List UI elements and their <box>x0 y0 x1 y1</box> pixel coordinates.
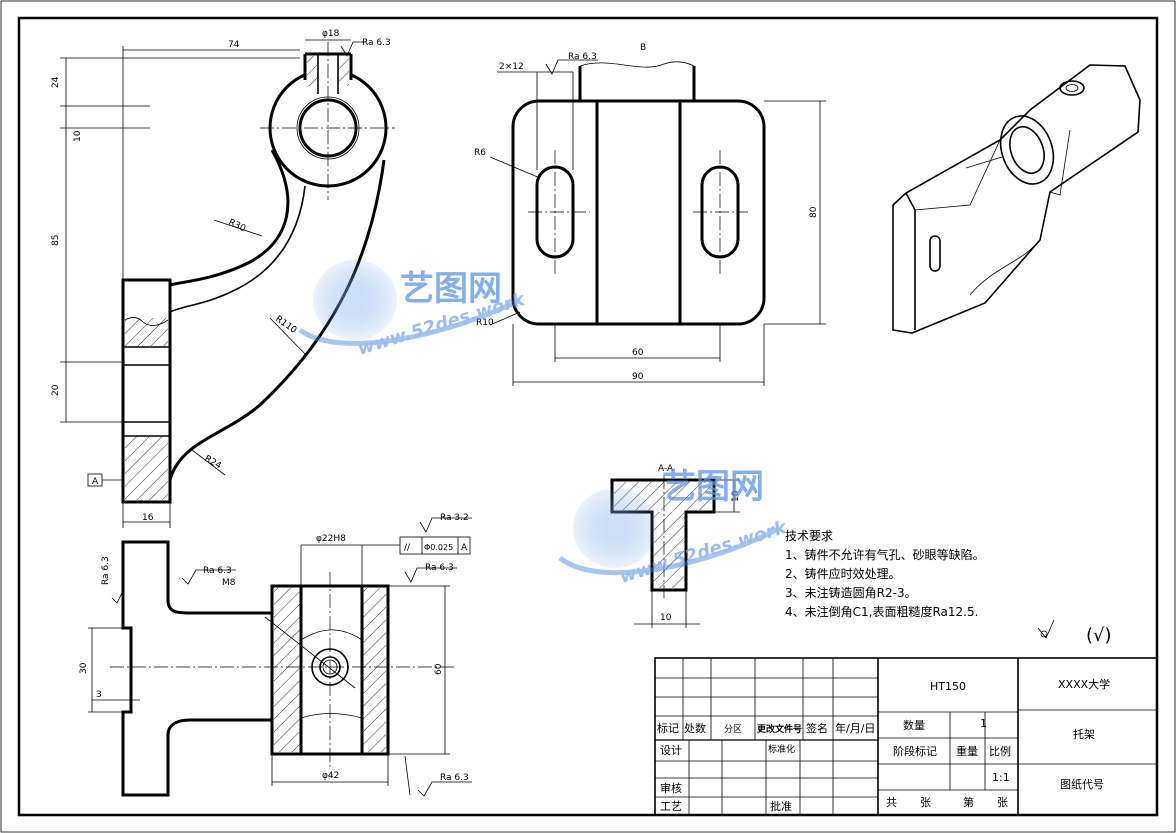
dim-74: 74 <box>228 40 240 50</box>
ra-top-label: Ra 6.3 <box>362 38 391 48</box>
dim-phi18: φ18 <box>322 29 340 39</box>
row-process: 工艺 <box>660 800 682 813</box>
tech-note-1: 1、铸件不允许有气孔、砂眼等缺陷。 <box>785 547 985 562</box>
dim-85: 85 <box>51 235 61 246</box>
material: HT150 <box>930 680 966 693</box>
page-label: 第 <box>963 795 974 809</box>
dim-3: 3 <box>96 690 102 700</box>
col-change-doc: 更改文件号 <box>757 723 802 735</box>
row-design: 设计 <box>660 744 682 757</box>
dim-slot: 2×12 <box>499 62 524 72</box>
dim-60-side: 60 <box>632 348 644 358</box>
sheets-label: 张 <box>920 796 931 809</box>
scale-label: 比例 <box>989 744 1011 758</box>
row-standard: 标准化 <box>768 743 795 755</box>
weight-label: 重量 <box>956 744 978 758</box>
m8-label: M8 <box>222 578 236 588</box>
total-label: 共 <box>886 796 897 809</box>
arm-outer-curve <box>168 159 386 481</box>
dim-16: 16 <box>142 513 154 523</box>
tech-note-2: 2、铸件应时效处理。 <box>785 566 901 581</box>
page-sheets-label: 张 <box>997 796 1008 809</box>
inner-frame <box>17 16 1159 817</box>
tech-notes: 技术要求 1、铸件不允许有气孔、砂眼等缺陷。 2、铸件应时效处理。 3、未注铸造… <box>785 529 1112 646</box>
part-name: 托架 <box>1073 727 1095 741</box>
col-count: 处数 <box>684 722 706 735</box>
top-view: Ra 6.3 Ra 6.3 M8 30 3 φ22H8 // Φ0.025 A … <box>79 513 472 797</box>
side-plate-outline <box>511 99 766 326</box>
ra32-label: Ra 3.2 <box>440 513 469 523</box>
ra-bottom-label: Ra 6.3 <box>440 773 469 783</box>
dim-phi22: φ22H8 <box>316 534 346 544</box>
isometric-view <box>892 64 1141 334</box>
datum-a-label: A <box>92 477 99 487</box>
tech-note-3: 3、未注铸造圆角R2-3。 <box>785 585 917 600</box>
view-b-label: B <box>640 43 646 53</box>
tech-notes-title: 技术要求 <box>785 529 833 543</box>
scale-value: 1:1 <box>992 771 1010 784</box>
col-sign: 签名 <box>806 721 828 735</box>
ra-left-label: Ra 6.3 <box>101 556 111 585</box>
radius-r24: R24 <box>203 454 224 472</box>
arm-inner-curve <box>169 149 290 287</box>
radius-r10: R10 <box>476 318 494 328</box>
top-flange-outline <box>121 540 274 797</box>
qty-value: 1 <box>980 717 987 730</box>
row-approve: 批准 <box>770 799 792 813</box>
tolerance-datum: A <box>461 543 468 553</box>
roughness-symbol <box>1037 619 1055 639</box>
col-mark: 标记 <box>657 721 679 735</box>
side-view: 2×12 Ra 6.3 B R6 R10 80 60 90 <box>474 43 826 386</box>
dim-10b: 10 <box>660 613 672 623</box>
title-block: 标记 处数 分区 更改文件号 签名 年/月/日 设计 标准化 审核 工艺 批准 … <box>654 657 1158 816</box>
dim-30: 30 <box>79 662 89 674</box>
front-view: 74 φ18 Ra 6.3 24 10 85 20 16 R30 R110 R2… <box>51 29 395 528</box>
col-date: 年/月/日 <box>835 721 875 735</box>
dim-80: 80 <box>809 206 819 218</box>
tech-note-4: 4、未注倒角C1,表面粗糙度Ra12.5. <box>785 604 978 619</box>
drawing-no-label: 图纸代号 <box>1060 778 1104 791</box>
watermark-brand-2: 艺图网 <box>662 467 764 507</box>
dim-phi42: φ42 <box>322 771 339 781</box>
stage-label: 阶段标记 <box>893 744 937 758</box>
dim-10: 10 <box>73 130 83 142</box>
ra-side-label: Ra 6.3 <box>568 52 597 62</box>
row-review: 审核 <box>660 781 682 795</box>
dim-24: 24 <box>51 76 61 88</box>
tolerance-symbol: // <box>404 543 411 553</box>
dim-90: 90 <box>632 372 644 382</box>
ra-m8-label: Ra 6.3 <box>203 566 232 576</box>
section-title: A-A <box>658 464 674 474</box>
watermark-upper: 艺图网 www.52des.work <box>298 260 528 360</box>
dim-10a: 10 <box>731 490 741 502</box>
qty-label: 数量 <box>903 719 925 732</box>
base-plate <box>121 278 172 504</box>
dim-20: 20 <box>51 384 61 396</box>
dim-60-top: 60 <box>434 663 444 675</box>
tolerance-value: Φ0.025 <box>424 543 453 552</box>
col-zone: 分区 <box>724 724 742 735</box>
radius-r6: R6 <box>474 148 486 158</box>
watermark-brand: 艺图网 <box>400 269 502 309</box>
ra-right-label: Ra 6.3 <box>425 563 454 573</box>
general-roughness: (√) <box>1086 625 1112 646</box>
school-name: XXXX大学 <box>1058 677 1110 691</box>
radius-r30: R30 <box>227 218 248 235</box>
